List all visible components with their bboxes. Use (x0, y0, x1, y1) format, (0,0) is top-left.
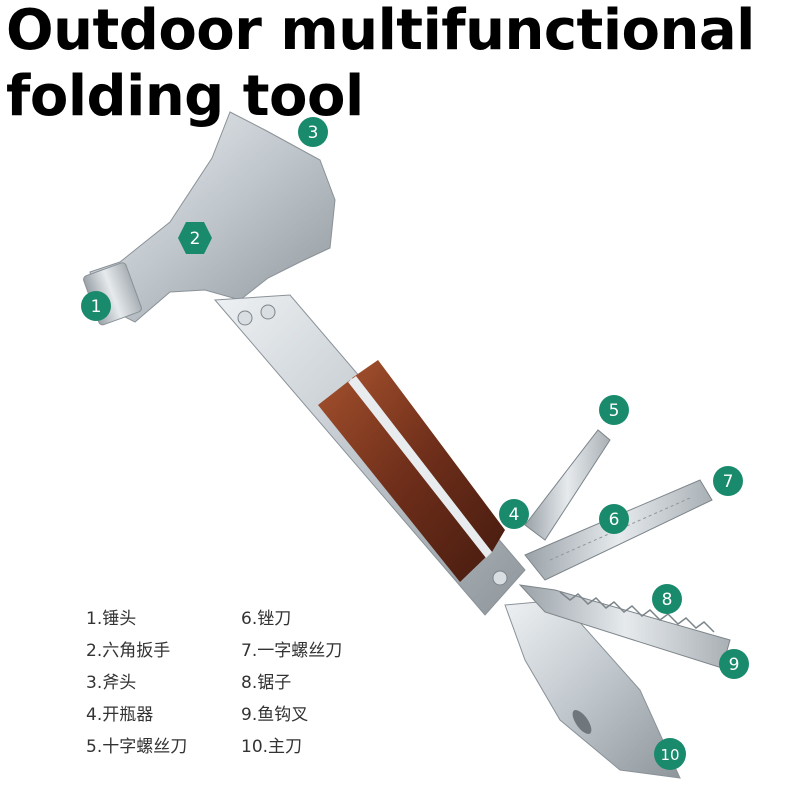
svg-text:4: 4 (509, 505, 520, 525)
legend-item-main-knife: 10.主刀 (241, 737, 303, 757)
svg-text:10: 10 (660, 746, 679, 764)
page-title-line-1: Outdoor multifunctional (6, 0, 755, 63)
svg-text:3: 3 (308, 123, 319, 143)
legend-item-flat-screwdriver: 7.一字螺丝刀 (241, 641, 343, 661)
svg-text:5: 5 (609, 401, 620, 421)
callout-badge-8: 8 (652, 584, 682, 614)
legend-item-file: 6.锉刀 (241, 609, 292, 629)
callout-badge-9: 9 (719, 649, 749, 679)
callout-badge-2: 2 (178, 222, 212, 254)
svg-text:1: 1 (91, 297, 102, 317)
svg-text:9: 9 (729, 655, 740, 675)
wood-handle (318, 380, 488, 582)
legend-item-saw: 8.锯子 (241, 673, 292, 693)
callout-badge-5: 5 (599, 395, 629, 425)
legend-item-fish-hook-fork: 9.鱼钩叉 (241, 705, 309, 725)
axe-head (89, 111, 336, 323)
svg-text:6: 6 (609, 510, 620, 530)
callout-badge-10: 10 (654, 738, 686, 770)
callout-badge-1: 1 (81, 291, 111, 321)
svg-text:7: 7 (723, 472, 734, 492)
callout-badge-6: 6 (599, 504, 629, 534)
phillips-screwdriver (524, 429, 611, 541)
callout-badge-4: 4 (499, 499, 529, 529)
parts-legend: 1.锤头 6.锉刀 2.六角扳手 7.一字螺丝刀 3.斧头 8.锯子 4.开瓶器… (86, 608, 391, 758)
legend-item-phillips-screwdriver: 5.十字螺丝刀 (86, 737, 188, 757)
svg-text:8: 8 (662, 590, 673, 610)
legend-item-bottle-opener: 4.开瓶器 (86, 705, 154, 725)
svg-text:2: 2 (190, 229, 201, 249)
callout-badges: 1 2 3 4 5 6 7 8 9 10 (81, 117, 749, 770)
legend-item-axe: 3.斧头 (86, 673, 137, 693)
callout-badge-3: 3 (298, 117, 328, 147)
callout-badge-7: 7 (713, 466, 743, 496)
page-title-line-2: folding tool (6, 64, 364, 129)
legend-item-hex-wrench: 2.六角扳手 (86, 641, 171, 661)
legend-item-hammer: 1.锤头 (86, 609, 137, 629)
